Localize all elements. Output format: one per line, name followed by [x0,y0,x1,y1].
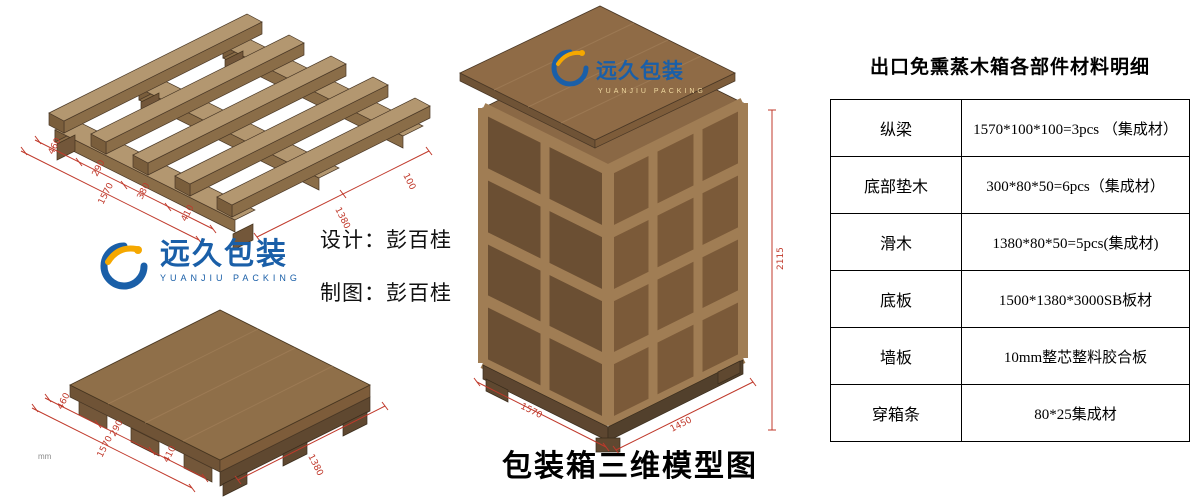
part-name-cell: 底板 [830,270,962,328]
part-spec-cell: 10mm整芯整料胶合板 [961,327,1190,385]
materials-panel: 出口免熏蒸木箱各部件材料明细 纵梁 1570*100*100=3pcs （集成材… [830,52,1190,442]
table-row: 底板 1500*1380*3000SB板材 [830,270,1190,328]
materials-table-title: 出口免熏蒸木箱各部件材料明细 [869,57,1150,78]
part-name-cell: 纵梁 [830,99,962,157]
table-row: 滑木 1380*80*50=5pcs(集成材) [830,213,1190,271]
part-spec-cell: 80*25集成材 [961,384,1190,442]
crate-drawing: 远久包装 YUANJIU PACKING 2115 1450 1570 [459,5,786,455]
pallet-frame-drawing: 460 290 380 410 1570 1380 100 [20,13,433,251]
yuanjiu-logo-icon [100,242,148,290]
crate-battens [478,98,748,430]
dim-label: 1380 [305,453,324,478]
pallet-frame-slats [48,13,431,218]
dim-label: 1450 [669,415,694,434]
pallet-deck-understructure [78,396,371,497]
lid-logo-cn: 远久包装 [596,59,684,83]
crate-lid: 远久包装 YUANJIU PACKING [459,5,736,149]
crate-box [478,40,748,453]
lid-logo-en: YUANJIU PACKING [598,88,706,95]
part-spec-cell: 1500*1380*3000SB板材 [961,270,1190,328]
units-note: mm [38,452,52,461]
part-name-cell: 穿箱条 [830,384,962,442]
part-spec-cell: 1570*100*100=3pcs （集成材） [961,99,1190,157]
table-row: 纵梁 1570*100*100=3pcs （集成材） [830,99,1190,157]
pallet-deck-drawing: 460 290 410 1570 1380 [31,309,389,497]
pallet-deck-board [69,309,371,473]
dim-label: 1570 [96,434,115,459]
company-logo-en: YUANJIU PACKING [160,273,301,283]
part-name-cell: 墙板 [830,327,962,385]
dim-label: 2115 [776,247,786,270]
company-logo-cn: 远久包装 [160,238,288,271]
dim-label: 100 [400,172,417,192]
drawing-title: 包装箱三维模型图 [502,450,758,483]
materials-table: 纵梁 1570*100*100=3pcs （集成材） 底部垫木 300*80*5… [830,99,1190,442]
drafting-credit: 制图：彭百桂 [320,282,452,305]
part-spec-cell: 1380*80*50=5pcs(集成材) [961,213,1190,271]
table-row: 墙板 10mm整芯整料胶合板 [830,327,1190,385]
design-credit: 设计：彭百桂 [320,229,452,252]
company-logo: 远久包装 YUANJIU PACKING [96,238,301,294]
part-spec-cell: 300*80*50=6pcs（集成材） [961,156,1190,214]
part-name-cell: 滑木 [830,213,962,271]
dim-label: 1570 [97,181,116,206]
lid-logo: 远久包装 YUANJIU PACKING [551,49,706,95]
table-row: 底部垫木 300*80*50=6pcs（集成材） [830,156,1190,214]
part-name-cell: 底部垫木 [830,156,962,214]
table-row: 穿箱条 80*25集成材 [830,384,1190,442]
yuanjiu-logo-icon [551,49,589,87]
